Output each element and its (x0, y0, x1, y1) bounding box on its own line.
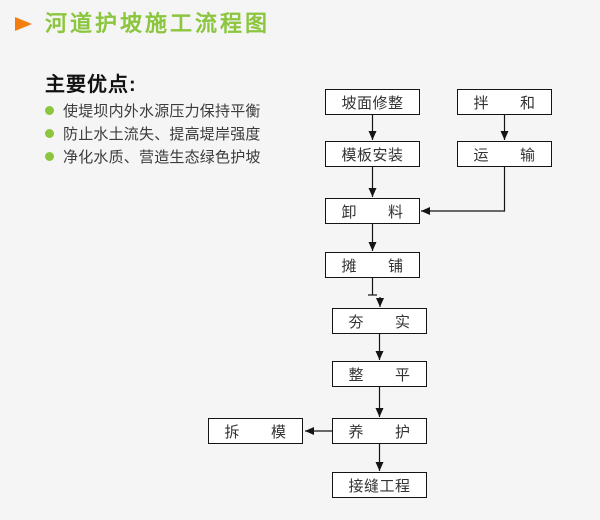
page-title: 河道护坡施工流程图 (45, 11, 271, 36)
list-item: 净化水质、营造生态绿色护坡 (45, 145, 261, 168)
bullet-dot-icon (45, 106, 54, 115)
flow-node-transport: 运 输 (457, 141, 552, 167)
flow-node-formwork-install: 模板安装 (325, 141, 420, 167)
flow-node-curing: 养 护 (332, 418, 427, 444)
advantages-heading: 主要优点: (45, 74, 137, 96)
flow-node-joint-work: 接缝工程 (332, 472, 427, 498)
list-item: 使堤坝内外水源压力保持平衡 (45, 99, 261, 122)
flow-node-slope-trim: 坡面修整 (325, 89, 420, 115)
bullet-dot-icon (45, 152, 54, 161)
advantage-text: 净化水质、营造生态绿色护坡 (63, 149, 261, 166)
flow-node-spread: 摊 铺 (325, 252, 420, 278)
advantage-text: 使堤坝内外水源压力保持平衡 (63, 103, 261, 120)
list-item: 防止水土流失、提高堤岸强度 (45, 122, 261, 145)
flow-node-compact: 夯 实 (332, 308, 427, 334)
advantage-text: 防止水土流失、提高堤岸强度 (63, 126, 261, 143)
play-triangle-icon (15, 17, 32, 31)
header: 河道护坡施工流程图 (15, 13, 270, 35)
flow-node-mixing: 拌 和 (457, 89, 552, 115)
flow-node-level: 整 平 (332, 361, 427, 387)
flow-node-unload: 卸 料 (325, 198, 420, 224)
flow-node-formwork-removal: 拆 模 (208, 418, 303, 444)
advantages-list: 使堤坝内外水源压力保持平衡 防止水土流失、提高堤岸强度 净化水质、营造生态绿色护… (45, 99, 261, 168)
bullet-dot-icon (45, 129, 54, 138)
